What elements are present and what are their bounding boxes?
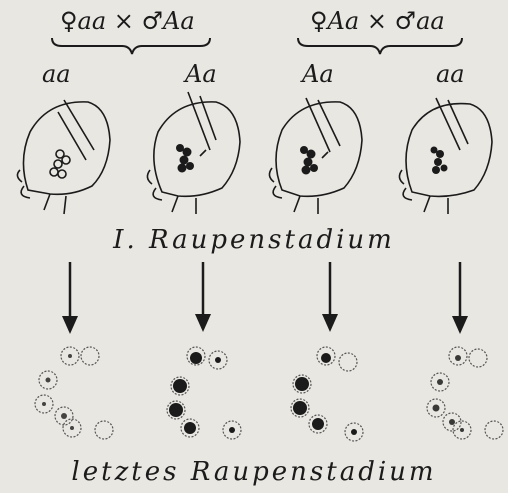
arrows bbox=[62, 262, 468, 334]
first-stage-label: I. Raupenstadium bbox=[112, 225, 395, 255]
arrow-3 bbox=[322, 262, 338, 332]
arrow-1 bbox=[62, 262, 78, 334]
brace-2 bbox=[298, 38, 462, 54]
cross-label-1: ♀aa × ♂Aa bbox=[60, 7, 195, 35]
ocelli-pattern-3 bbox=[291, 347, 363, 441]
genotype-label-3: Aa bbox=[300, 60, 334, 88]
ocelli-pattern-2 bbox=[167, 347, 241, 439]
last-stage-label: letztes Raupenstadium bbox=[71, 457, 436, 487]
ocelli-pattern-1 bbox=[35, 347, 113, 439]
genotype-label-2: Aa bbox=[183, 60, 217, 88]
larva-head-3 bbox=[269, 98, 362, 214]
larva-head-4 bbox=[399, 98, 492, 214]
ocelli-pattern-4 bbox=[427, 347, 503, 439]
arrow-2 bbox=[195, 262, 211, 332]
brace-1 bbox=[52, 38, 210, 54]
arrow-4 bbox=[452, 262, 468, 334]
genotype-label-1: aa bbox=[42, 60, 71, 88]
cross-label-2: ♀Aa × ♂aa bbox=[310, 7, 445, 35]
larva-head-1 bbox=[17, 100, 110, 214]
genotype-label-4: aa bbox=[436, 60, 465, 88]
larva-head-2 bbox=[147, 92, 240, 214]
